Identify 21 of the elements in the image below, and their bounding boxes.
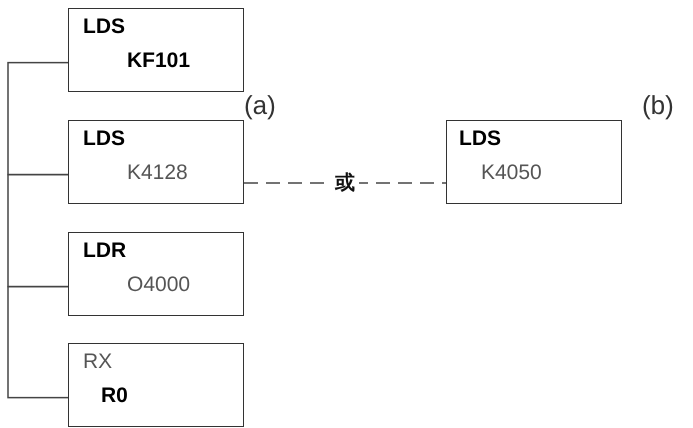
instruction-box [68,8,244,92]
instruction-operand: O4000 [127,273,190,297]
instruction-operand: KF101 [127,49,190,73]
instruction-mnemonic: LDS [83,15,125,39]
instruction-operand: R0 [101,384,128,408]
panel-label: (a) [244,90,276,120]
instruction-mnemonic: RX [83,350,112,374]
instruction-box [68,343,244,427]
instruction-mnemonic: LDR [83,239,126,263]
instruction-box [68,232,244,316]
connector-line [7,62,68,176]
edge-label: 或 [331,172,359,194]
connector-line [7,174,68,288]
panel-label: (b) [642,90,674,120]
instruction-box [68,120,244,204]
instruction-mnemonic: LDS [459,127,501,151]
instruction-mnemonic: LDS [83,127,125,151]
instruction-box [446,120,622,204]
connector-line [7,286,68,398]
instruction-operand: K4050 [481,161,542,185]
instruction-operand: K4128 [127,161,188,185]
